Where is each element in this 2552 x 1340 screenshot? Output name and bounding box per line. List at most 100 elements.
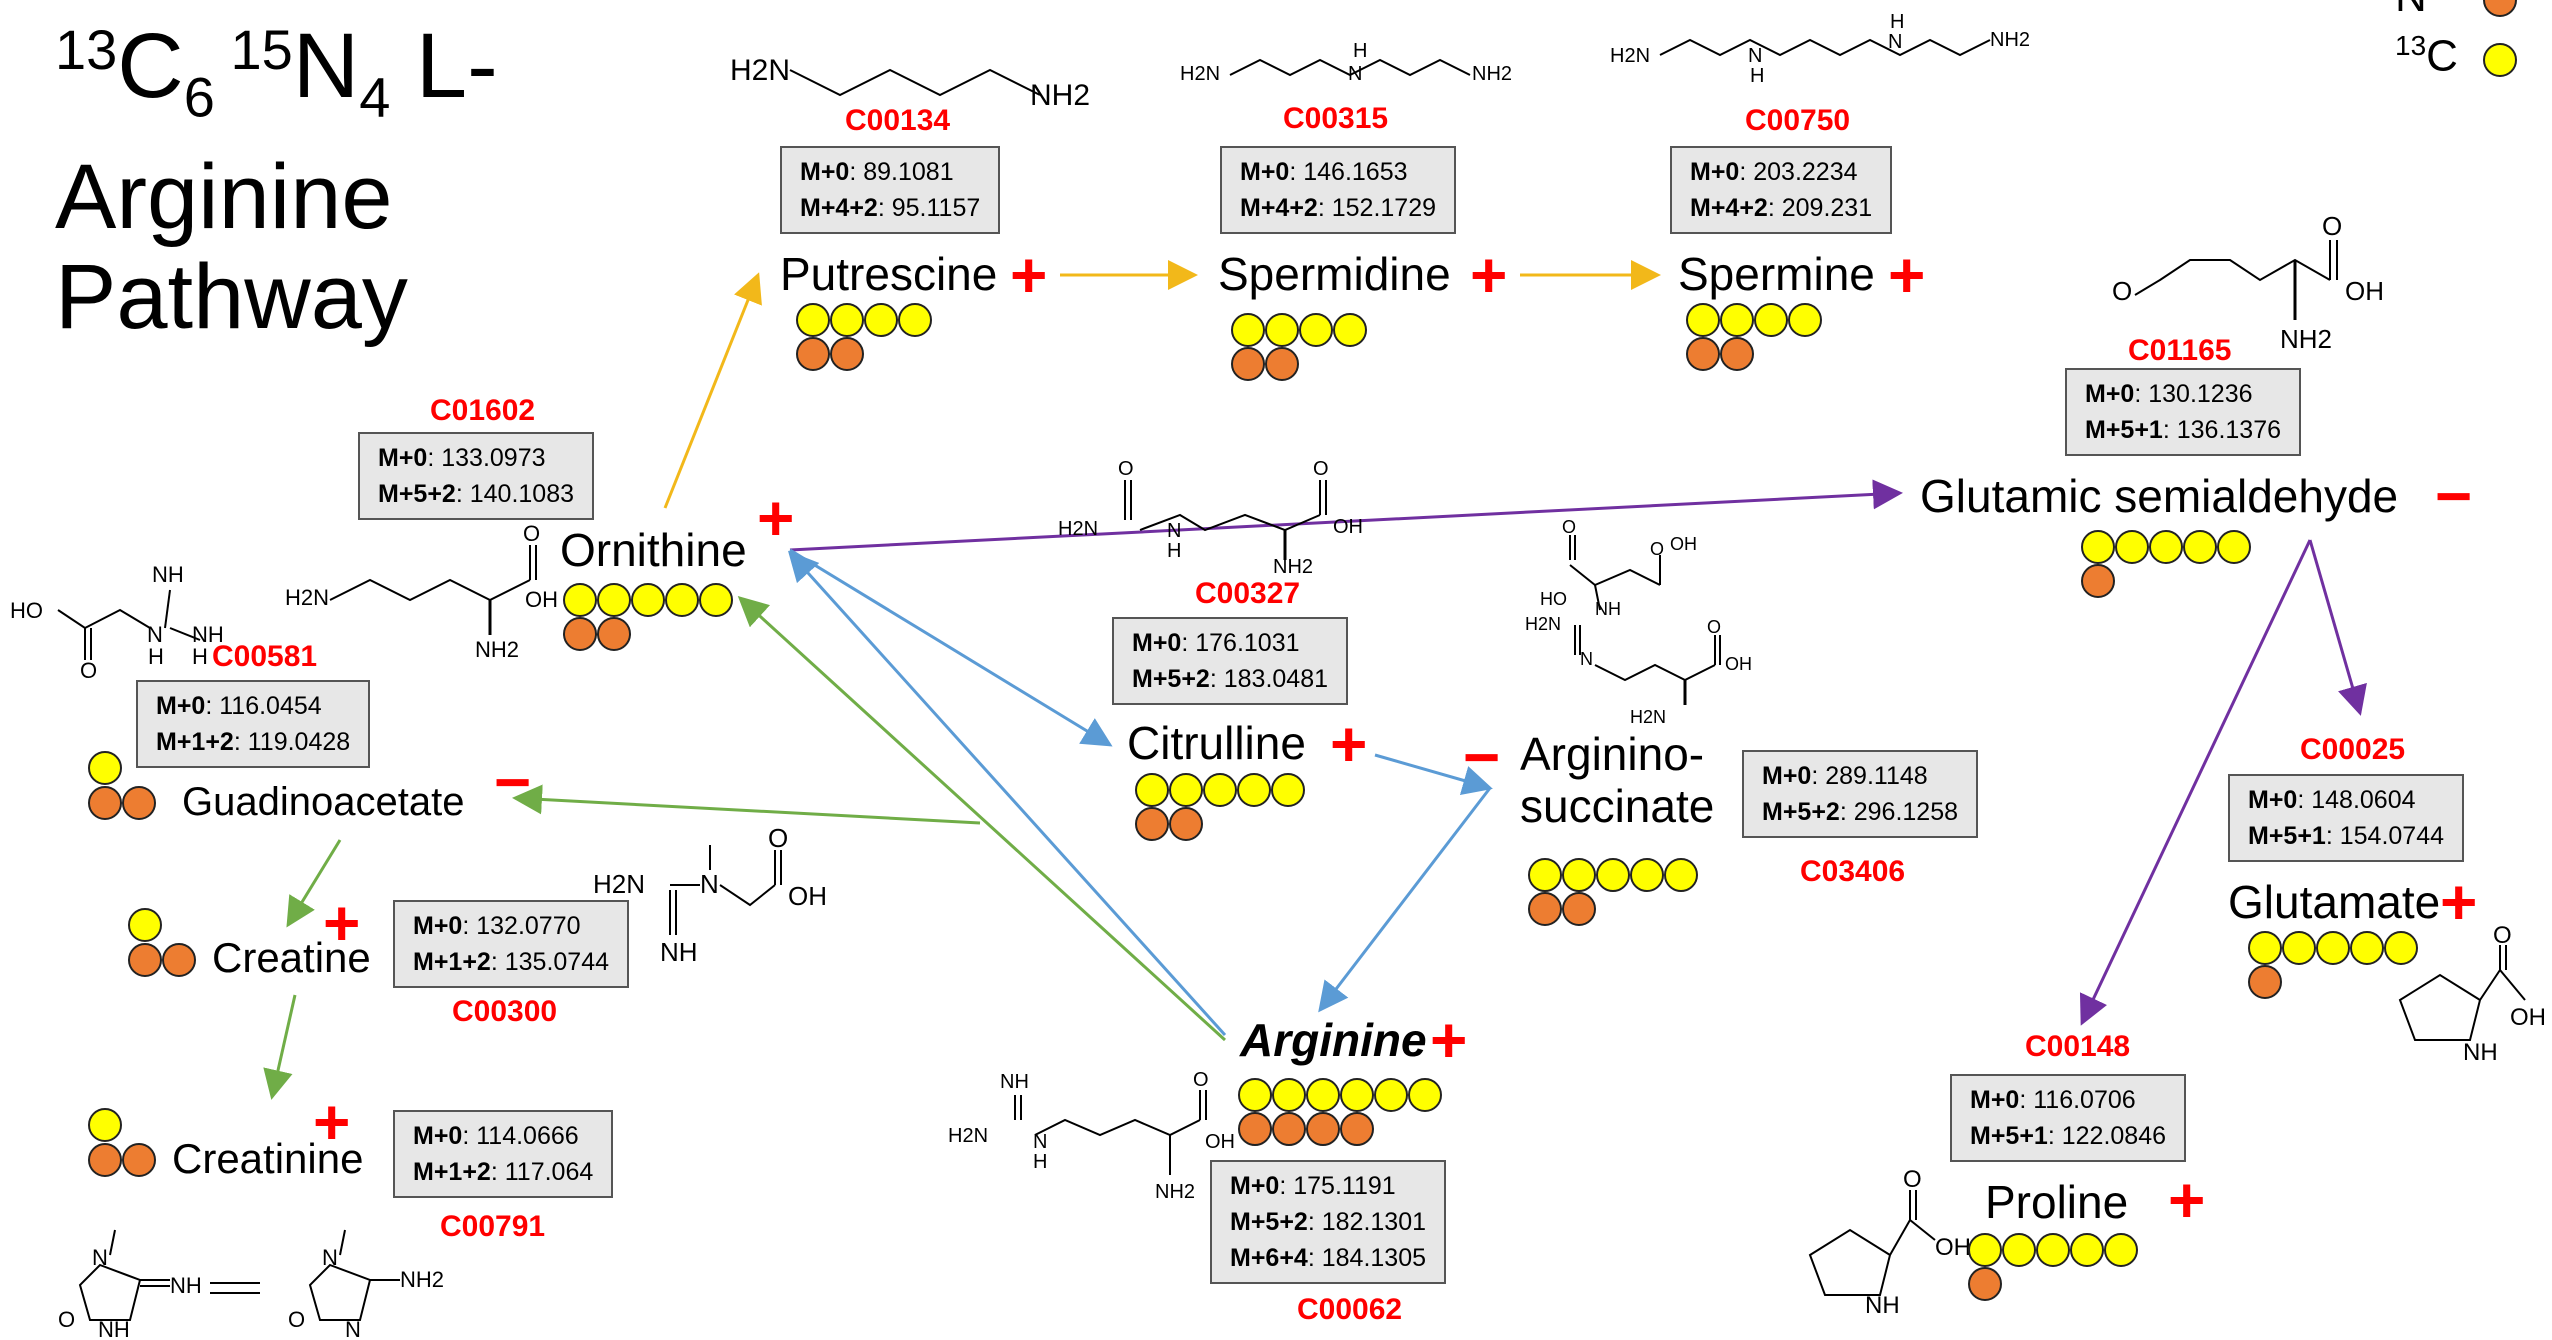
- creatinine-sign: +: [313, 1086, 351, 1158]
- citrulline-structure: H2N O N H O OH NH2: [1058, 458, 1363, 575]
- argininosuccinate-m1: : 296.1258: [1839, 798, 1959, 826]
- spermine-m0-label: M+0: [1690, 158, 1740, 186]
- putrescine-h2n: H2N: [730, 54, 790, 87]
- title-c-count: 6: [183, 65, 215, 129]
- arginine-h2n: H2N: [948, 1125, 988, 1147]
- citrulline-m0: : 176.1031: [1181, 629, 1300, 657]
- creatine-label-dots: [128, 908, 196, 977]
- glutamate-label: Glutamate: [2228, 876, 2441, 928]
- title-n-count: 4: [359, 65, 391, 129]
- guanidinoacetate-sign: −: [494, 746, 532, 818]
- citrulline-h: H: [1167, 540, 1181, 562]
- proline-o: O: [1903, 1166, 1922, 1193]
- creatinine-label-dots: [88, 1108, 156, 1177]
- ornithine-sign: +: [757, 482, 795, 554]
- gsa-o1: O: [2112, 276, 2132, 306]
- legend-c-isotope: 13: [2395, 30, 2427, 61]
- spermine-mass-box: M+0: 203.2234 M+4+2: 209.231: [1670, 146, 1893, 234]
- spermidine-nh2: NH2: [1472, 63, 1512, 85]
- glutamate-ring-o: O: [2493, 925, 2512, 949]
- glutamate-m1: : 154.0744: [2325, 822, 2445, 850]
- spermidine-m0-label: M+0: [1240, 158, 1290, 186]
- citrulline-o1: O: [1118, 458, 1134, 480]
- creatine-label: Creatine: [212, 934, 371, 981]
- arginine-label-dots: [1238, 1078, 1442, 1146]
- arginine-m0-label: M+0: [1230, 1172, 1280, 1200]
- arginine-oh: OH: [1205, 1131, 1235, 1153]
- proline-code: C00148: [2025, 1030, 2131, 1063]
- citrulline-nh2: NH2: [1273, 556, 1313, 575]
- guanidinoacetate-m1-label: M+1+2: [156, 728, 234, 756]
- gsa-structure: O O OH NH2: [2112, 211, 2384, 354]
- arrow-ornithine-putrescine: [663, 272, 762, 509]
- argininosuccinate-label-dots: [1528, 858, 1698, 926]
- spermine-m1: : 209.231: [1767, 194, 1873, 222]
- creatine-h2n: H2N: [593, 869, 645, 899]
- ornithine-m0: : 133.0973: [427, 444, 546, 472]
- legend-nitrogen-dot: [2483, 0, 2517, 17]
- guanidinoacetate-label-dots: [88, 751, 156, 820]
- guanidinoacetate-nh2: NH: [192, 622, 224, 647]
- ornithine-o: O: [523, 525, 540, 546]
- argininosuccinate-o3: O: [1707, 617, 1721, 637]
- glutamate-ring-oh: OH: [2510, 1004, 2546, 1031]
- ornithine-label-dots: [563, 583, 733, 651]
- glutamate-m0: : 148.0604: [2297, 786, 2416, 814]
- glutamate-mass-box: M+0: 148.0604 M+5+1: 154.0744: [2228, 774, 2465, 862]
- creatine-m1: : 135.0744: [490, 948, 610, 976]
- guanidinoacetate-n: N: [147, 622, 163, 647]
- creatine-n: N: [700, 869, 719, 899]
- proline-m1-label: M+5+1: [1970, 1122, 2048, 1150]
- glutamate-ring-nh: NH: [2463, 1039, 2498, 1065]
- citrulline-n: N: [1167, 520, 1181, 542]
- putrescine-mass-box: M+0: 89.1081 M+4+2: 95.1157: [780, 146, 1001, 234]
- spermine-m1-label: M+4+2: [1690, 194, 1768, 222]
- citrulline-code: C00327: [1195, 577, 1301, 610]
- arrow-guanidinoacetate-creatine: [286, 839, 342, 928]
- creatine-code: C00300: [452, 995, 558, 1028]
- creatinine-structure: N NH O NH N NH2 O N: [58, 1229, 444, 1340]
- gsa-mass-box: M+0: 130.1236 M+5+1: 136.1376: [2065, 368, 2302, 456]
- citrulline-sign: +: [1330, 708, 1368, 780]
- argininosuccinate-label-1: Arginino-: [1520, 728, 1705, 780]
- gsa-label: Glutamic semialdehyde: [1920, 470, 2399, 522]
- glutamate-label-dots: [2248, 931, 2418, 999]
- ornithine-structure: H2N O OH NH2: [285, 525, 558, 662]
- argininosuccinate-label: Arginino- succinate: [1520, 728, 1714, 832]
- spermidine-h: H: [1353, 40, 1367, 62]
- proline-m0-label: M+0: [1970, 1086, 2020, 1114]
- ornithine-mass-box: M+0: 133.0973 M+5+2: 140.1083: [358, 432, 595, 520]
- citrulline-m1: : 183.0481: [1209, 665, 1329, 693]
- citrulline-m0-label: M+0: [1132, 629, 1182, 657]
- creatinine-nh: NH: [170, 1273, 202, 1298]
- argininosuccinate-m0-label: M+0: [1762, 762, 1812, 790]
- title-n: N: [292, 15, 360, 117]
- argininosuccinate-h2n1: H2N: [1525, 614, 1561, 634]
- creatinine-o1: O: [58, 1307, 75, 1332]
- citrulline-oh: OH: [1333, 516, 1363, 538]
- guanidinoacetate-m1: : 119.0428: [233, 728, 351, 756]
- putrescine-m0: : 89.1081: [849, 158, 954, 186]
- creatinine-m0: : 114.0666: [462, 1122, 579, 1150]
- argininosuccinate-nh: NH: [1595, 599, 1621, 619]
- spermidine-m1: : 152.1729: [1317, 194, 1437, 222]
- creatinine-n3: N: [345, 1317, 361, 1340]
- proline-nh: NH: [1865, 1292, 1900, 1315]
- arginine-m2-label: M+6+4: [1230, 1244, 1308, 1272]
- spermidine-sign: +: [1470, 239, 1508, 311]
- proline-m0: : 116.0706: [2019, 1086, 2136, 1114]
- argininosuccinate-o1: O: [1562, 517, 1576, 537]
- arrow-citrulline-argininosuccinate: [1374, 753, 1493, 795]
- citrulline-mass-box: M+0: 176.1031 M+5+2: 183.0481: [1112, 617, 1349, 705]
- title-c-isotope: 13: [55, 18, 118, 81]
- argininosuccinate-label-2: succinate: [1520, 780, 1715, 832]
- putrescine-label: Putrescine: [780, 248, 998, 300]
- proline-oh: OH: [1935, 1234, 1970, 1261]
- legend-c-label: C: [2426, 31, 2458, 81]
- legend-n-label: N: [2395, 0, 2427, 21]
- citrulline-o2: O: [1313, 458, 1329, 480]
- arrow-arginine-ornithine-green: [737, 595, 1227, 1042]
- spermidine-mass-box: M+0: 146.1653 M+4+2: 152.1729: [1220, 146, 1457, 234]
- title-n-isotope: 15: [214, 18, 293, 81]
- spermidine-n: N: [1348, 63, 1362, 85]
